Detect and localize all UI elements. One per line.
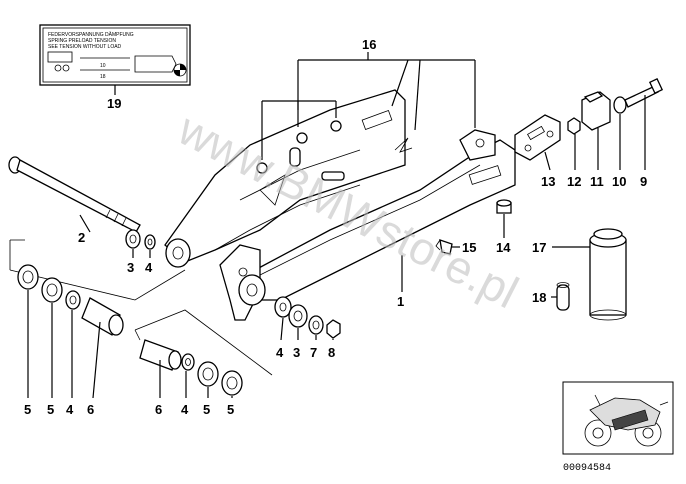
warning-sticker: FEDERVORSPANNUNG DÄMPFUNG SPRING PRELOAD…	[39, 24, 191, 86]
callout-5-b: 5	[47, 402, 54, 417]
callout-5-d: 5	[227, 402, 234, 417]
callout-4-b: 4	[66, 402, 74, 417]
callout-5-a: 5	[24, 402, 31, 417]
grease-tube	[556, 282, 570, 311]
callout-4-c: 4	[181, 402, 189, 417]
callout-13: 13	[541, 174, 555, 189]
bearing-group-right	[134, 309, 273, 396]
callout-11: 11	[590, 174, 604, 189]
callout-9: 9	[640, 174, 647, 189]
sticker-line-2: SPRING PRELOAD TENSION	[48, 38, 116, 44]
callout-15: 15	[462, 240, 476, 255]
swing-arm	[164, 89, 516, 321]
cap-screw	[496, 199, 512, 214]
callout-4-left: 4	[145, 260, 153, 275]
callout-1: 1	[397, 294, 404, 309]
washer-set-right	[274, 296, 341, 339]
callout-18: 18	[532, 290, 546, 305]
bearing-group-left	[9, 239, 186, 336]
callout-3-left: 3	[127, 260, 134, 275]
washer-set-left	[125, 229, 156, 250]
callout-10: 10	[612, 174, 626, 189]
spray-can	[589, 228, 627, 321]
callout-6-a: 6	[87, 402, 94, 417]
callout-7: 7	[310, 345, 317, 360]
chain-adjuster	[514, 78, 664, 161]
sticker-line-1: FEDERVORSPANNUNG DÄMPFUNG	[48, 31, 134, 38]
callout-12: 12	[567, 174, 581, 189]
diagram-code: 00094584	[563, 463, 611, 474]
callout-6-b: 6	[155, 402, 162, 417]
callout-2: 2	[78, 230, 85, 245]
sticker-line-3: SEE TENSION WITHOUT LOAD	[48, 44, 122, 50]
cable-clip	[435, 239, 453, 255]
callout-5-c: 5	[203, 402, 210, 417]
callout-17: 17	[532, 240, 546, 255]
callout-14: 14	[496, 240, 511, 255]
callout-8: 8	[328, 345, 335, 360]
callout-3-right: 3	[293, 345, 300, 360]
pivot-bolt	[8, 156, 141, 233]
leader-lines	[27, 52, 646, 399]
sticker-value-2: 18	[100, 74, 106, 80]
motorcycle-thumbnail: 00094584	[562, 381, 674, 474]
callout-16: 16	[362, 37, 376, 52]
sticker-value-1: 10	[100, 63, 106, 69]
callout-4-d: 4	[276, 345, 284, 360]
callout-labels: 16 19 2 3 4 5 5 4 6 6 4 5 5 4 3 7 8 1 9 …	[24, 37, 647, 417]
callout-19: 19	[107, 96, 121, 111]
